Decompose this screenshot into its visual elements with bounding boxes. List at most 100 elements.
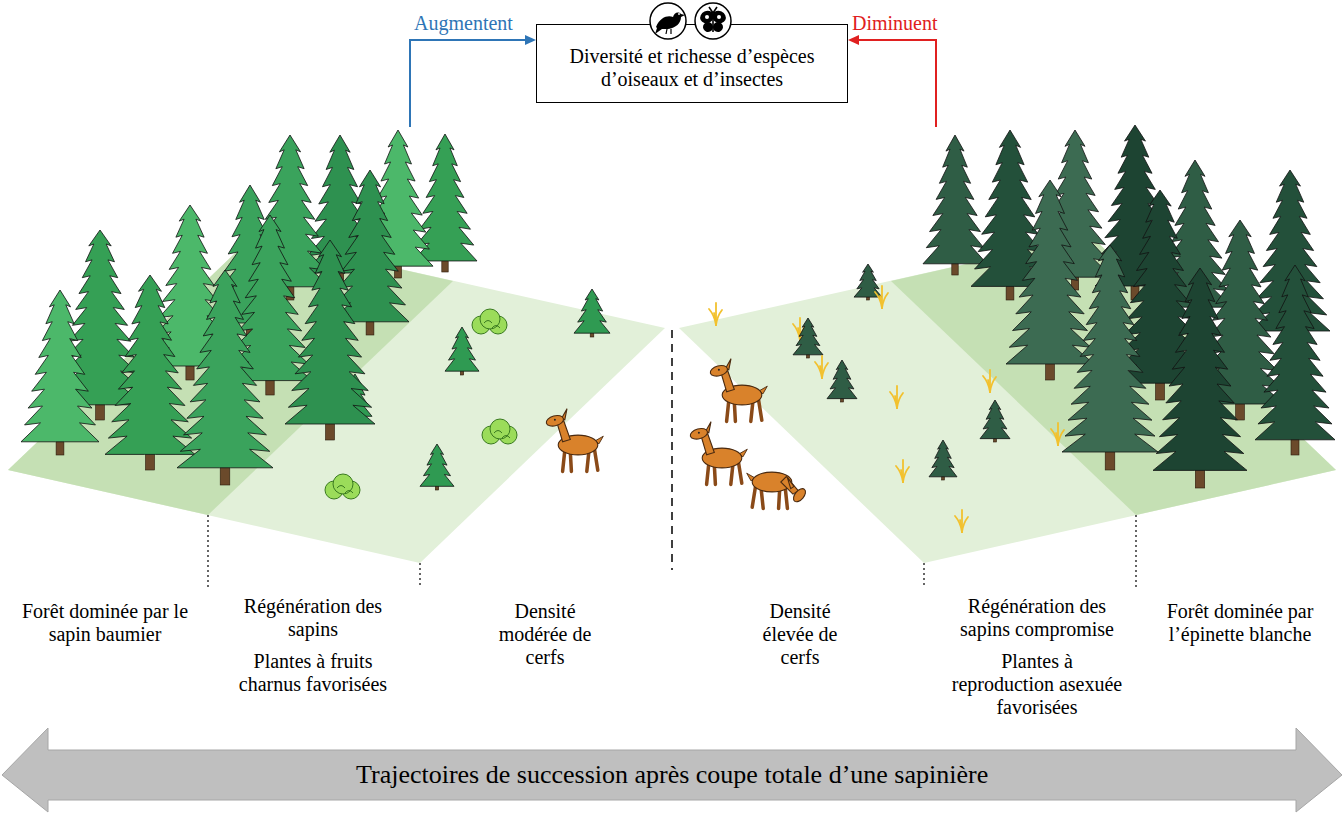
conifer-tree <box>105 275 195 470</box>
grass-tuft <box>983 370 996 392</box>
dotted-separator <box>923 563 924 588</box>
decrease-arrowhead <box>848 35 859 45</box>
conifer-tree <box>1153 268 1247 488</box>
tree-crown <box>827 360 857 399</box>
tree-crown <box>1062 245 1158 452</box>
tree-crown <box>21 290 99 442</box>
deer-eye <box>698 432 700 434</box>
zone-label: Plantes à reproduction asexuée favorisée… <box>950 650 1125 719</box>
deer-head <box>709 364 729 378</box>
tree-crown <box>285 240 375 424</box>
zone-label: Plantes à fruits charnus favorisées <box>226 650 401 696</box>
grass-blade <box>895 396 897 408</box>
zone-label: Densité élevée de cerfs <box>745 600 855 669</box>
scene <box>21 125 1335 532</box>
grass-blade <box>990 377 996 392</box>
deer-leg <box>727 401 729 422</box>
grass-blade <box>1056 433 1058 445</box>
conifer-tree <box>1062 245 1158 470</box>
conifer-tree <box>929 440 957 480</box>
grass-blade <box>955 516 962 532</box>
deer-neck <box>781 477 799 495</box>
conifer-tree <box>574 289 610 337</box>
conifer-tree <box>1006 180 1094 380</box>
grass-blade <box>709 309 716 325</box>
zone-label: Densité modérée de cerfs <box>490 600 600 669</box>
conifer-tree <box>793 318 823 358</box>
tree-crown <box>929 440 957 477</box>
grass-blade <box>962 517 968 532</box>
grass-blade <box>815 362 822 378</box>
increase-arrowhead <box>525 35 536 45</box>
grass-tuft <box>815 356 828 378</box>
dotted-separator <box>1135 515 1136 588</box>
tree-crown <box>105 275 195 454</box>
tree-crown <box>923 135 987 264</box>
tree-crown <box>793 318 823 355</box>
grass-blade <box>714 313 716 325</box>
increase-arrow <box>410 40 527 127</box>
grass-blade <box>875 292 882 308</box>
tree-trunk <box>1105 450 1115 470</box>
deer-leg <box>595 449 598 470</box>
grass-blade <box>882 293 888 308</box>
tree-crown <box>177 270 273 468</box>
bush-detail <box>337 486 353 494</box>
tree-trunk <box>96 403 105 420</box>
bird-eye <box>678 13 680 15</box>
dotted-separator <box>207 515 208 588</box>
grass-blade <box>988 380 990 392</box>
grass-blade <box>1058 430 1064 445</box>
conifer-tree <box>21 290 99 455</box>
deer-leg <box>752 486 755 507</box>
grass-tuft <box>890 386 903 408</box>
tree-crown <box>854 264 882 297</box>
grass-blade <box>820 366 822 378</box>
tree-trunk <box>266 379 274 395</box>
zone-label: Régénération des sapins compromise <box>950 595 1125 641</box>
deer <box>689 422 747 485</box>
bush-detail <box>484 321 500 329</box>
grass-blade <box>716 310 722 325</box>
conifer-tree <box>923 135 987 275</box>
grass-blade <box>1051 429 1058 445</box>
butterfly-body <box>709 7 717 32</box>
tree-trunk <box>146 452 155 470</box>
wing-spot <box>717 15 721 19</box>
deer-leg <box>563 451 565 472</box>
zone-label: Régénération des sapins <box>226 595 401 641</box>
grass-blade <box>822 363 828 378</box>
deer-head <box>545 414 565 428</box>
fruit-bush <box>482 419 517 444</box>
icon-circle <box>695 3 731 39</box>
grass-blade <box>897 393 903 408</box>
bush-detail <box>494 431 510 439</box>
conifer-tree <box>177 270 273 485</box>
conifer-tree <box>1255 265 1335 455</box>
grass-blade <box>903 467 909 482</box>
tree-crown <box>1255 265 1335 440</box>
conifer-tree <box>980 400 1010 442</box>
arrow-label: Trajectoires de succession après coupe t… <box>356 760 988 790</box>
tree-trunk <box>1046 362 1055 380</box>
double-arrow-outline <box>2 728 1342 812</box>
bird-icon <box>650 3 686 39</box>
conifer-tree <box>413 134 477 272</box>
zone-label: Forêt dominée par le sapin baumier <box>10 600 200 646</box>
bird-legs <box>666 29 671 34</box>
tree-trunk <box>326 422 335 440</box>
decrease-arrow <box>857 40 936 127</box>
grass-tuft <box>709 303 722 325</box>
deer-leg <box>785 488 787 509</box>
grass-tuft <box>896 460 909 482</box>
deer <box>545 409 603 472</box>
conifer-tree <box>285 240 375 440</box>
decrease-label: Diminuent <box>852 12 938 35</box>
conifer-tree <box>420 444 454 490</box>
taxa-icons <box>536 0 848 49</box>
wing-spot <box>705 15 709 19</box>
fruit-bush <box>472 309 507 334</box>
deer-head <box>791 486 808 503</box>
